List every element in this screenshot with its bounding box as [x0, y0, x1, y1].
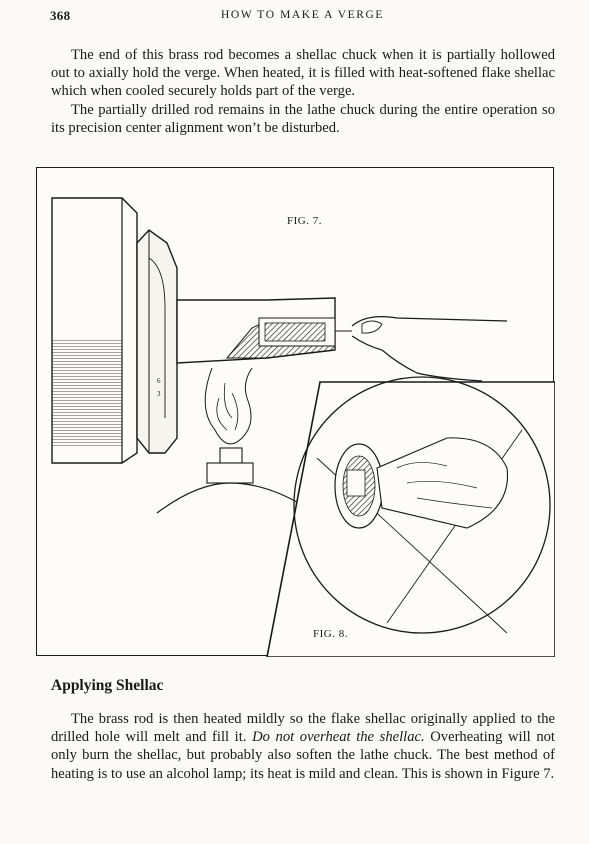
section-heading: Applying Shellac	[51, 677, 164, 694]
lathe-chuck: 6 3	[136, 229, 178, 454]
page-header: 368 HOW TO MAKE A VERGE	[50, 8, 555, 26]
paragraph-lathe-chuck: The partially drilled rod remains in the…	[51, 102, 555, 137]
alcohol-lamp	[156, 447, 308, 514]
figure-illustration: 6 3	[36, 167, 555, 657]
fig-8-label: FIG. 8.	[313, 628, 348, 640]
detail-inset	[266, 376, 555, 657]
running-head: HOW TO MAKE A VERGE	[220, 9, 385, 21]
paragraph-shellac-chuck: The end of this brass rod becomes a shel…	[51, 47, 555, 100]
paragraph-text-start: The brass rod is then heated mildly so t…	[51, 711, 555, 746]
paragraph-applying-shellac: The brass rod is then heated mildly so t…	[51, 710, 555, 783]
svg-text:3: 3	[157, 390, 161, 398]
brass-rod	[176, 297, 352, 364]
fig-7-label: FIG. 7.	[287, 215, 322, 227]
paragraph-text-end: Overheating will not only burn the shell…	[51, 729, 555, 782]
lathe-headstock	[51, 197, 138, 464]
lamp-flame	[204, 367, 253, 445]
lathe-shellac-illustration: 6 3	[51, 197, 555, 657]
page-number: 368	[50, 8, 71, 23]
svg-text:6: 6	[157, 377, 161, 385]
paragraph-emphasis: Do not overheat the shellac.	[252, 729, 425, 746]
fingertip	[351, 316, 508, 382]
